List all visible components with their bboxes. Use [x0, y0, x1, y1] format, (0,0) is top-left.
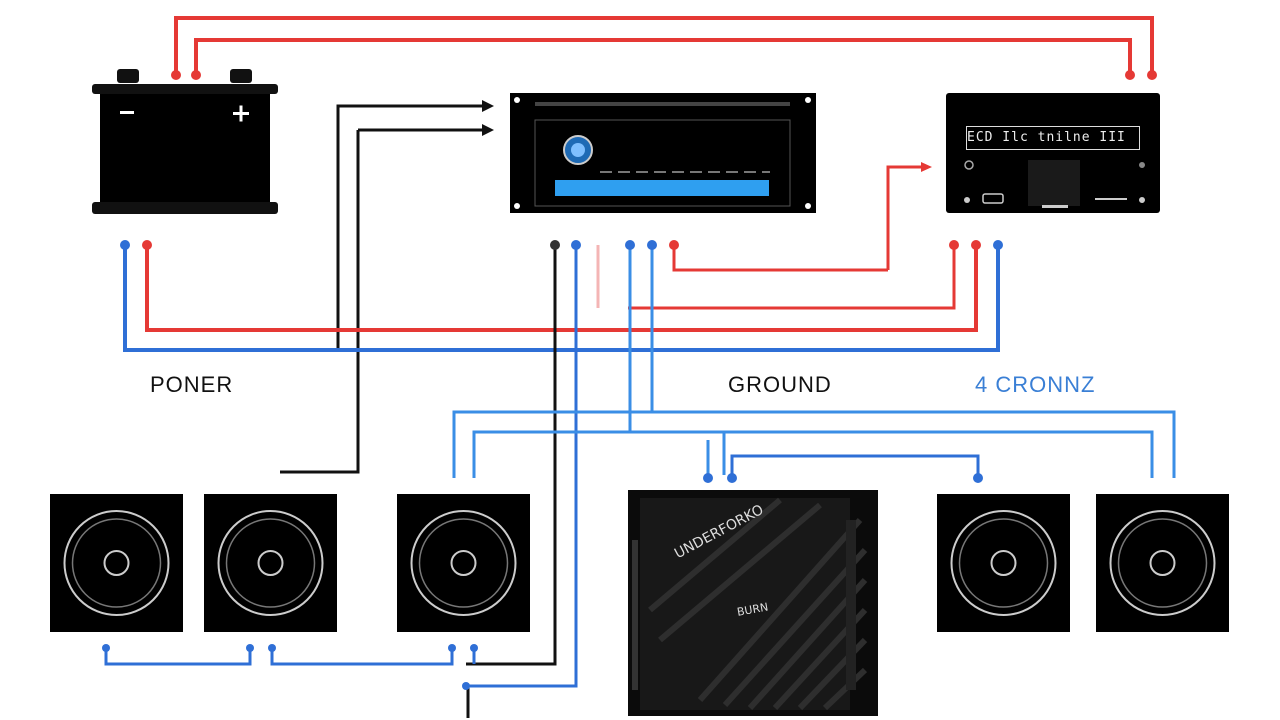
input-signal-wires [280, 104, 484, 474]
receiver-icon [510, 93, 816, 213]
amplifier-icon [628, 490, 878, 716]
speaker-icon [397, 494, 530, 632]
receiver-output-wires [452, 245, 1176, 718]
head-unit-icon [946, 93, 1160, 213]
power-label: PONER [150, 372, 234, 397]
speaker-icon [204, 494, 337, 632]
speaker-icon [50, 494, 183, 632]
channel-label: 4 CRONNZ [975, 372, 1096, 397]
head-unit-display: ECD Ilc tnilne III [966, 126, 1140, 150]
speaker-chain-wires [104, 648, 476, 666]
ground-label: GROUND [728, 372, 832, 397]
battery-icon [92, 69, 278, 214]
speaker-icon [937, 494, 1070, 632]
top-power-wires [174, 16, 1154, 75]
speaker-icon [1096, 494, 1229, 632]
battery-loop-wires [123, 245, 1000, 352]
